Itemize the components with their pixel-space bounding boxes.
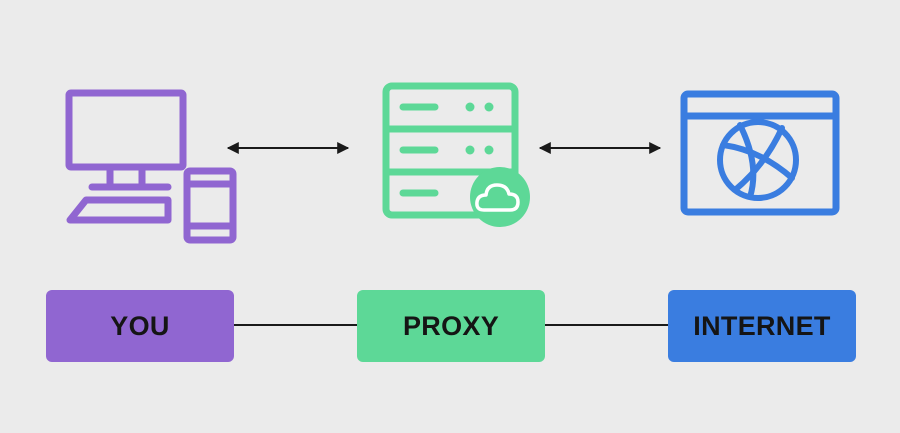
globe-icon	[717, 119, 799, 201]
smartphone-icon	[183, 167, 237, 244]
cloud-icon	[470, 167, 530, 227]
proxy-label: PROXY	[402, 310, 500, 341]
desktop-computer-icon	[65, 89, 187, 224]
proxy-label-box: PROXY	[357, 290, 545, 362]
browser-window-icon	[680, 90, 840, 216]
you-label: YOU	[110, 310, 170, 341]
you-label-box: YOU	[46, 290, 234, 362]
server-status-dots	[465, 102, 494, 155]
server-rack-icon	[382, 82, 519, 219]
internet-label: INTERNET	[693, 310, 831, 341]
internet-label-box: INTERNET	[668, 290, 856, 362]
